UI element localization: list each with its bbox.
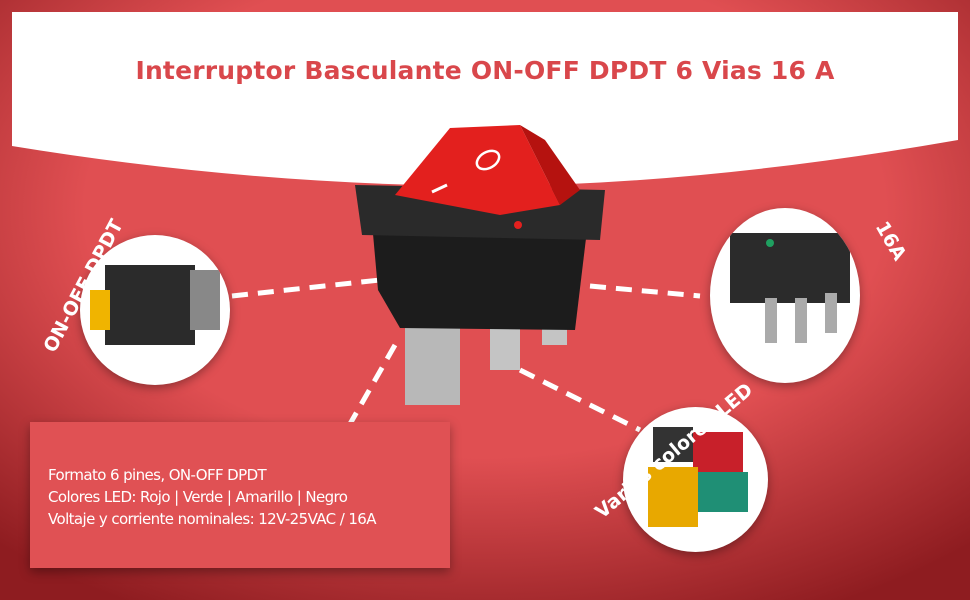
- dpdt-detail-photo: [80, 235, 230, 385]
- led-colors-photo: [623, 407, 768, 552]
- rocker-switch-image: [355, 125, 605, 405]
- feature-line: Colores LED: Rojo | Verde | Amarillo | N…: [48, 488, 348, 506]
- features-box: Formato 6 pines, ON-OFF DPDT Colores LED…: [30, 422, 450, 568]
- page-title: Interruptor Basculante ON-OFF DPDT 6 Via…: [135, 56, 835, 85]
- feature-line: Voltaje y corriente nominales: 12V-25VAC…: [48, 510, 376, 528]
- white-header-area: [12, 12, 958, 186]
- connector-lines: [231, 277, 701, 447]
- feature-line: Formato 6 pines, ON-OFF DPDT: [48, 466, 267, 484]
- 16a-detail-photo: [710, 208, 860, 383]
